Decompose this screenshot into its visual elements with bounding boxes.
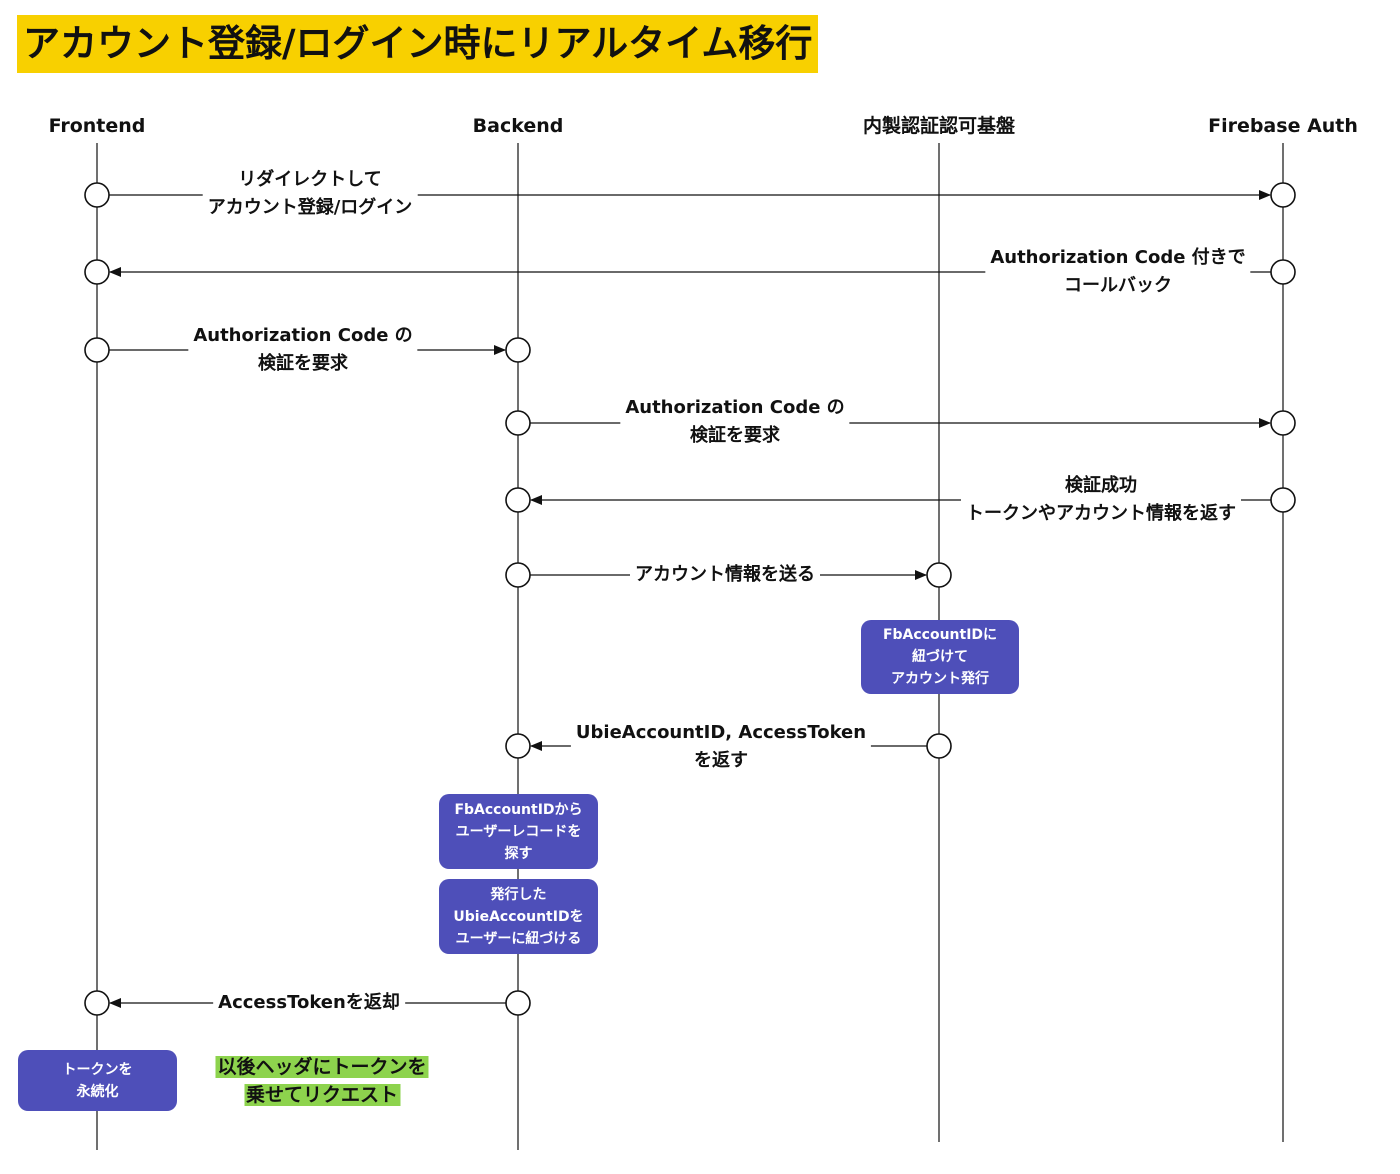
- activation-circle-2-end: [84, 259, 110, 285]
- actor-firebase-auth: Firebase Auth: [1208, 115, 1358, 137]
- activation-circle-5-end: [505, 487, 531, 513]
- process-box-find-user: FbAccountIDからユーザーレコードを探す: [439, 794, 598, 869]
- activation-circle-7-start: [926, 733, 952, 759]
- activation-circle-6-start: [505, 562, 531, 588]
- activation-circle-1-end: [1270, 182, 1296, 208]
- message-label-verify-request-frontend: Authorization Code の検証を要求: [188, 322, 418, 378]
- actor-frontend: Frontend: [48, 115, 146, 137]
- actor-auth-platform: 内製認証認可基盤: [862, 115, 1016, 137]
- activation-circle-4-start: [505, 410, 531, 436]
- message-label-verify-request-backend: Authorization Code の検証を要求: [620, 394, 850, 450]
- process-box-persist-token: トークンを永続化: [18, 1050, 177, 1111]
- actor-backend: Backend: [472, 115, 564, 137]
- activation-circle-8-start: [505, 990, 531, 1016]
- activation-circle-3-end: [505, 337, 531, 363]
- message-label-redirect: リダイレクトしてアカウント登録/ログイン: [202, 166, 418, 222]
- activation-circle-1-start: [84, 182, 110, 208]
- activation-circle-4-end: [1270, 410, 1296, 436]
- process-box-issue-account: FbAccountIDに紐づけてアカウント発行: [861, 620, 1019, 694]
- message-label-verify-success: 検証成功トークンやアカウント情報を返す: [961, 472, 1241, 528]
- activation-circle-3-start: [84, 337, 110, 363]
- page-title: アカウント登録/ログイン時にリアルタイム移行: [17, 15, 819, 73]
- activation-circle-2-start: [1270, 259, 1296, 285]
- message-label-return-access-token: AccessTokenを返却: [213, 989, 405, 1017]
- activation-circle-8-end: [84, 990, 110, 1016]
- note-header-request: 以後ヘッダにトークンを 乗せてリクエスト: [215, 1056, 429, 1106]
- message-label-send-account-info: アカウント情報を送る: [630, 561, 820, 589]
- message-label-callback: Authorization Code 付きでコールバック: [985, 244, 1251, 300]
- activation-circle-6-end: [926, 562, 952, 588]
- activation-circle-7-end: [505, 733, 531, 759]
- activation-circle-5-start: [1270, 487, 1296, 513]
